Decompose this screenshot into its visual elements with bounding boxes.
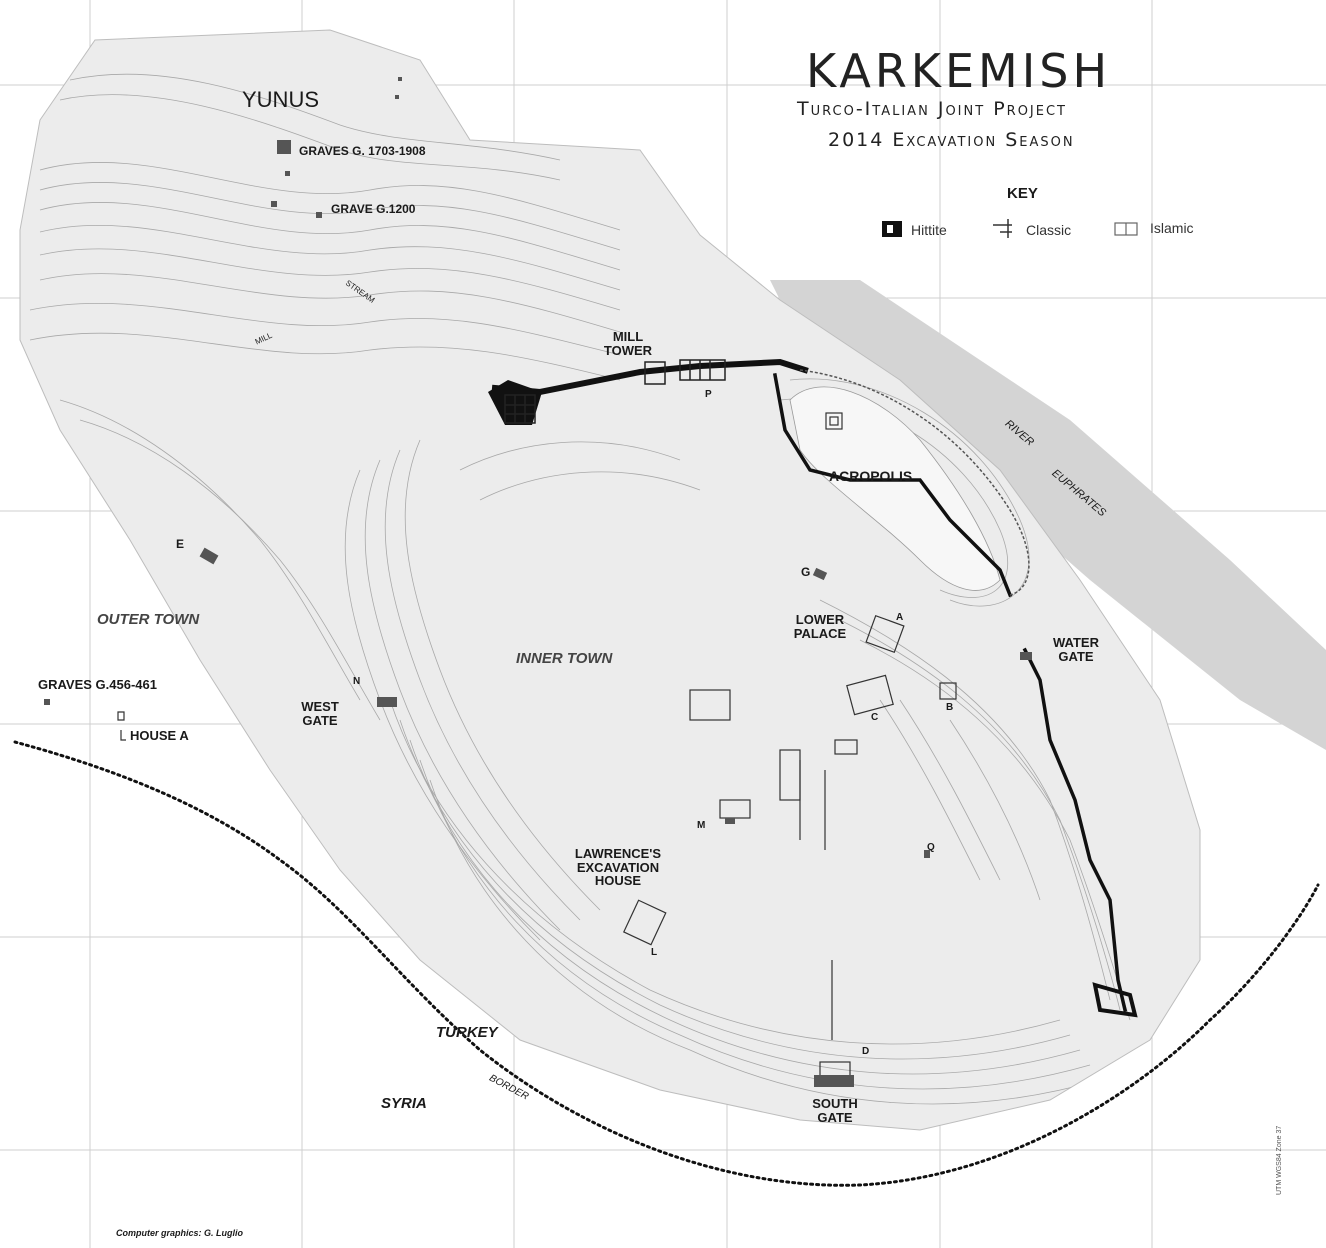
label-lower-palace: LOWER PALACE [785, 613, 855, 640]
label-d: D [862, 1046, 870, 1057]
label-lower-palace-line1: LOWER [795, 612, 845, 627]
site-area [19, 29, 1201, 1131]
label-mill-tower: MILL TOWER [598, 330, 658, 357]
label-lawrence-line1: LAWRENCE'S [574, 846, 662, 861]
acropolis-plateau [789, 386, 1001, 591]
key-icons [882, 219, 1138, 238]
classic-wall-icon [993, 219, 1012, 238]
label-lawrence-line3: HOUSE [594, 873, 642, 889]
label-a: A [896, 612, 904, 623]
label-e: E [176, 537, 185, 551]
label-syria: SYRIA [381, 1095, 427, 1112]
map-subtitle-season: 2014 Excavation Season [828, 129, 1075, 151]
label-inner-town: INNER TOWN [516, 650, 613, 667]
map-subtitle-project: Turco-Italian Joint Project [797, 98, 1067, 120]
hittite-wall-icon [882, 221, 902, 237]
label-mill-tower-line2: TOWER [603, 342, 653, 358]
label-grave-1200: GRAVE G.1200 [331, 202, 416, 216]
key-label-islamic: Islamic [1150, 220, 1194, 236]
label-turkey: TURKEY [436, 1024, 498, 1041]
label-lawrence-line2: EXCAVATION [576, 859, 660, 875]
house-a-structure [117, 711, 126, 741]
key-heading: KEY [1007, 185, 1038, 202]
label-q: Q [927, 842, 935, 853]
islamic-wall-icon [1114, 222, 1138, 236]
label-water-gate-line2: GATE [1058, 648, 1094, 664]
grave-markers [44, 77, 1032, 1087]
label-west-gate: WEST GATE [292, 700, 348, 727]
label-graves-1703: GRAVES G. 1703-1908 [299, 144, 426, 158]
border-line [13, 740, 1320, 1187]
label-house-a: HOUSE A [130, 728, 189, 743]
label-west-gate-line1: WEST [301, 699, 339, 714]
label-g: G [801, 565, 811, 579]
label-lawrence-house: LAWRENCE'S EXCAVATION HOUSE [566, 847, 670, 888]
label-lower-palace-line2: PALACE [793, 625, 847, 641]
label-l: L [651, 947, 658, 958]
projection-note: UTM WGS84 Zone 37 [1276, 1125, 1283, 1195]
label-graves-456: GRAVES G.456-461 [38, 677, 157, 692]
label-m: M [697, 820, 706, 831]
label-water-gate: WATER GATE [1045, 636, 1107, 663]
label-yunus: YUNUS [242, 87, 320, 112]
label-n: N [353, 676, 361, 687]
label-west-gate-line2: GATE [302, 712, 338, 728]
contour-lines [29, 73, 1131, 1105]
label-c: C [871, 712, 879, 723]
excavated-structures [623, 412, 957, 1087]
label-south-gate-line2: GATE [817, 1109, 853, 1125]
acropolis-embankment [799, 369, 1030, 596]
credit-text: Computer graphics: G. Luglio [116, 1228, 244, 1238]
label-outer-town: OUTER TOWN [97, 611, 200, 628]
label-p: P [705, 389, 712, 400]
label-mill-tower-line1: MILL [612, 329, 644, 344]
label-south-gate-line1: SOUTH [812, 1096, 858, 1111]
label-acropolis: ACROPOLIS [829, 468, 913, 484]
key-label-classic: Classic [1026, 222, 1072, 238]
label-south-gate: SOUTH GATE [804, 1097, 866, 1124]
label-water-gate-line1: WATER [1053, 635, 1099, 650]
key-label-hittite: Hittite [911, 222, 947, 238]
map-title: KARKEMISH [806, 44, 1112, 98]
label-b: B [946, 702, 954, 713]
mill-tower-structures [504, 359, 726, 424]
